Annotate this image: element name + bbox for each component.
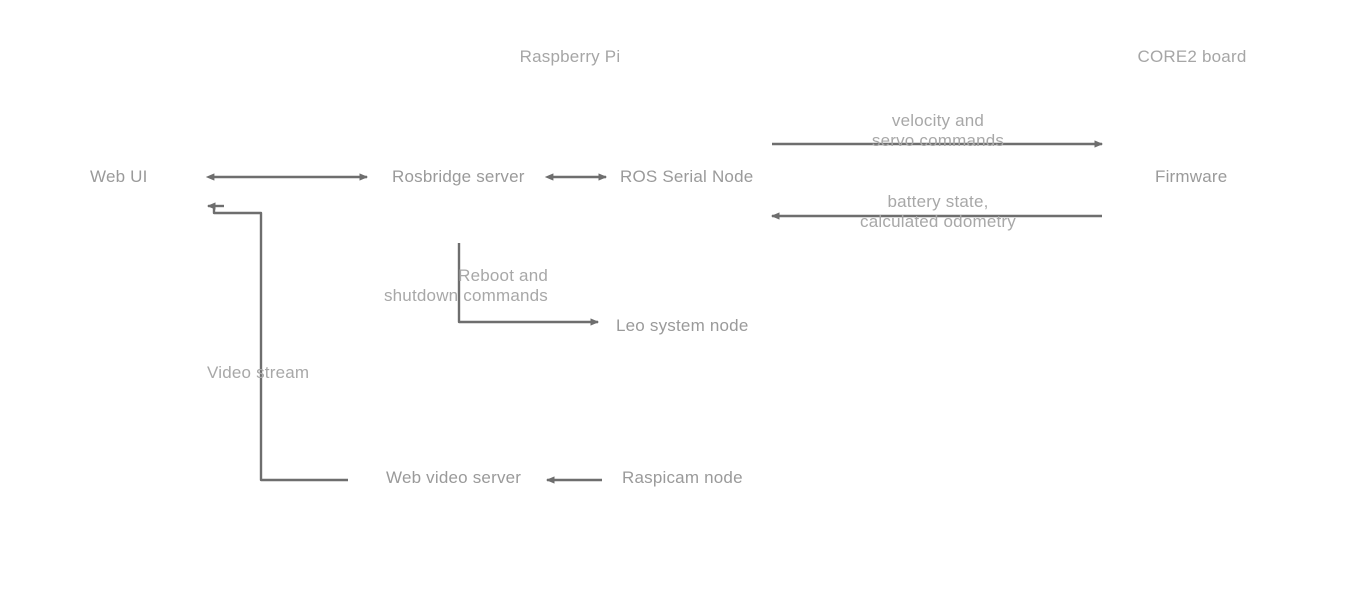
node-ros-serial[interactable]: ROS Serial Node [620,167,753,187]
edge-label-battery-odometry: battery state, calculated odometry [828,192,1048,232]
edge-label-velocity-servo-commands-line2: servo commands [871,131,1005,150]
edge-label-reboot-shutdown-commands: Reboot and shutdown commands [328,266,548,306]
node-rosbridge-server-label: Rosbridge server [392,167,525,186]
edge-label-battery-odometry-line1: battery state, [887,192,989,211]
node-raspicam-label: Raspicam node [622,468,743,487]
webvideoserver-webui-edge [206,202,348,482]
node-web-video-server-label: Web video server [386,468,522,487]
group-title-raspberry-pi-text: Raspberry Pi [519,47,621,66]
node-firmware-label: Firmware [1155,167,1228,186]
node-leo-system[interactable]: Leo system node [616,316,748,336]
group-title-raspberry-pi: Raspberry Pi [0,47,1140,67]
edge-label-velocity-servo-commands: velocity and servo commands [838,111,1038,151]
node-web-ui-label: Web UI [90,167,148,186]
node-raspicam[interactable]: Raspicam node [622,468,743,488]
group-title-core2-board-text: CORE2 board [1137,47,1247,66]
node-rosbridge-server[interactable]: Rosbridge server [392,167,525,187]
edge-label-reboot-shutdown-commands-line2: shutdown commands [383,286,548,305]
rosbridge-leosystem-edge [457,243,600,326]
edge-label-velocity-servo-commands-line1: velocity and [891,111,985,130]
node-firmware[interactable]: Firmware [1155,167,1227,187]
node-ros-serial-label: ROS Serial Node [620,167,754,186]
edge-label-video-stream-line1: Video stream [207,363,310,382]
node-leo-system-label: Leo system node [616,316,749,335]
group-title-core2-board: CORE2 board [1092,47,1292,67]
edge-label-reboot-shutdown-commands-line1: Reboot and [458,266,548,285]
node-web-ui[interactable]: Web UI [90,167,148,187]
node-web-video-server[interactable]: Web video server [386,468,521,488]
edge-label-video-stream: Video stream [207,363,309,383]
edge-label-battery-odometry-line2: calculated odometry [860,212,1016,231]
